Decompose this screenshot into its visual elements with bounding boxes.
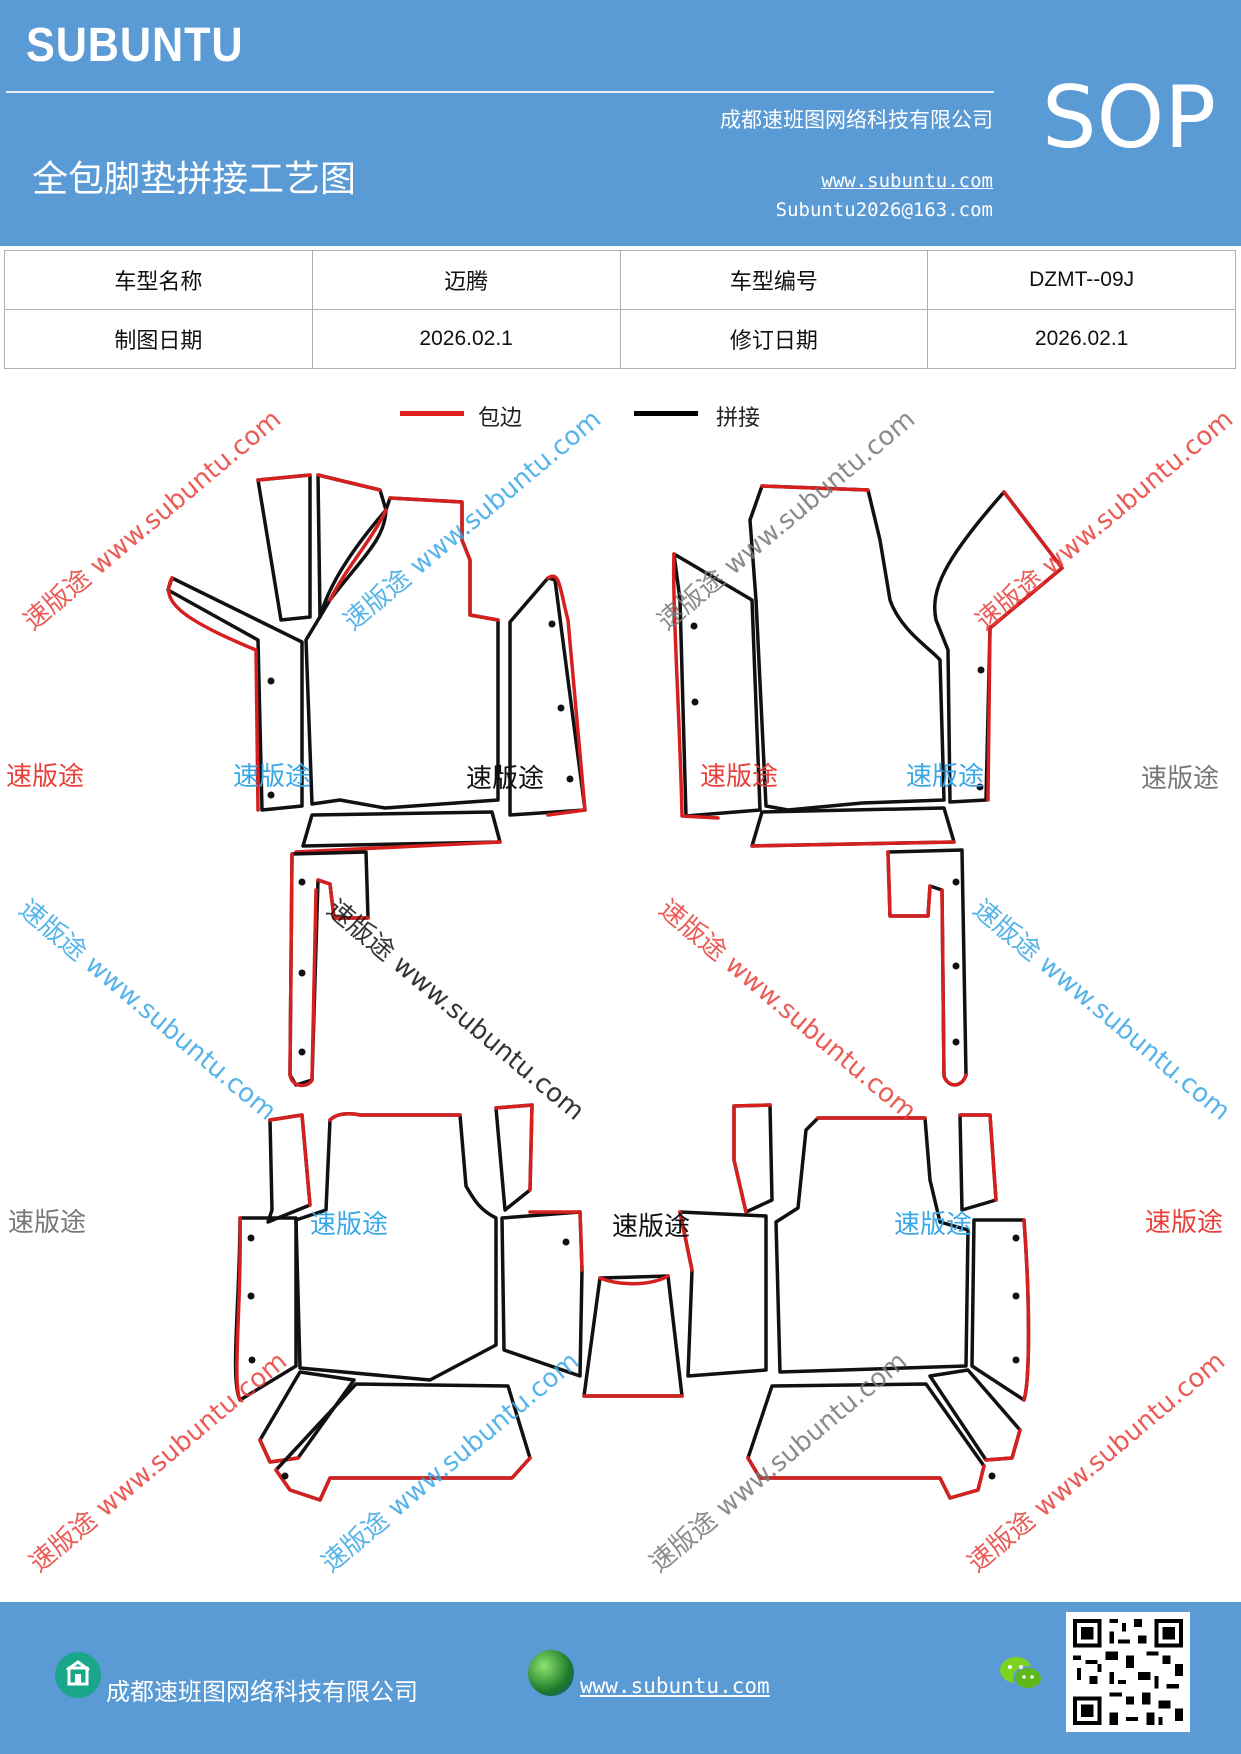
- watermark-text: 速版途: [906, 762, 985, 792]
- watermark-text: 速版途: [233, 762, 312, 792]
- info-table: 车型名称 迈腾 车型编号 DZMT--09J 制图日期 2026.02.1 修订…: [4, 250, 1236, 369]
- wechat-icon[interactable]: [998, 1654, 1044, 1698]
- table-cell: 制图日期: [4, 309, 313, 369]
- globe-icon: [528, 1650, 574, 1696]
- header-banner: SUBUNTU 成都速班图网络科技有限公司 全包脚垫拼接工艺图 www.subu…: [0, 0, 1241, 246]
- table-cell: 车型名称: [4, 250, 313, 310]
- table-row: 车型名称 迈腾 车型编号 DZMT--09J: [4, 250, 1236, 310]
- building-icon: [55, 1652, 101, 1698]
- watermark-text: 速版途: [1141, 764, 1220, 794]
- mat-front-right: [671, 484, 1064, 1087]
- table-cell: 2026.02.1: [927, 309, 1236, 369]
- legend-label-edging: 包边: [478, 406, 523, 431]
- table-cell: 修订日期: [619, 309, 929, 369]
- table-cell: 迈腾: [311, 250, 621, 310]
- table-row: 制图日期 2026.02.1 修订日期 2026.02.1: [4, 309, 1236, 369]
- email-address: Subuntu2026@163.com: [775, 199, 993, 221]
- sop-label: SOP: [1042, 68, 1217, 168]
- legend-label-splice: 拼接: [716, 406, 761, 431]
- document-title: 全包脚垫拼接工艺图: [32, 159, 357, 200]
- table-cell: DZMT--09J: [927, 250, 1236, 310]
- watermark-text: 速版途: [894, 1210, 973, 1240]
- legend-swatch-splice: [634, 411, 698, 416]
- table-cell: 车型编号: [619, 250, 929, 310]
- watermark-text: 速版途: [6, 762, 85, 792]
- watermark-text: 速版途: [8, 1208, 87, 1238]
- mat-front-left: [166, 473, 587, 1088]
- footer-company: 成都速班图网络科技有限公司: [106, 1678, 418, 1706]
- mat-center-tunnel: [582, 1274, 684, 1398]
- mat-rear-right: [678, 1103, 1031, 1500]
- watermark-text: 速版途: [466, 764, 545, 794]
- footer-website-link[interactable]: www.subuntu.com: [580, 1674, 770, 1698]
- mount-holes: [247, 620, 1020, 1480]
- watermark-text: 速版途: [310, 1210, 389, 1240]
- watermark-text: 速版途: [612, 1212, 691, 1242]
- brand-logo: SUBUNTU: [26, 19, 244, 72]
- website-link[interactable]: www.subuntu.com: [821, 170, 993, 192]
- table-cell: 2026.02.1: [311, 309, 621, 369]
- company-name: 成都速班图网络科技有限公司: [720, 108, 993, 132]
- mat-rear-left: [233, 1103, 584, 1502]
- watermark-text: 速版途: [1145, 1208, 1224, 1238]
- qr-code: [1066, 1612, 1190, 1732]
- header-divider: [6, 91, 994, 93]
- watermark-text: 速版途: [700, 762, 779, 792]
- legend-swatch-edging: [400, 411, 464, 416]
